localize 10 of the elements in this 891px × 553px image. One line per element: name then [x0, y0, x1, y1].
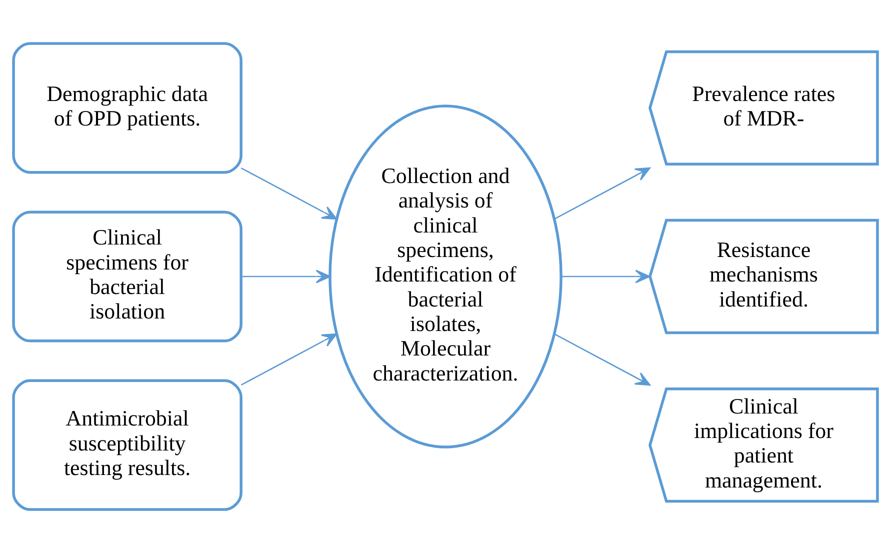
- arrow: [561, 270, 650, 284]
- arrow: [240, 333, 338, 386]
- node-box: Clinical specimens for bacterial isolation: [12, 210, 242, 342]
- arrow: [554, 167, 650, 220]
- arrow: [554, 333, 650, 386]
- arrow: [241, 270, 331, 284]
- node-ellipse: Collection and analysis of clinical specimens, Identification of bacterial isolates, Molecular characterization.: [328, 104, 562, 448]
- node-box: Antimicrobial susceptibility testing results.: [12, 379, 242, 511]
- node-box: Demographic data of OPD patients.: [12, 42, 242, 174]
- arrow: [240, 167, 338, 220]
